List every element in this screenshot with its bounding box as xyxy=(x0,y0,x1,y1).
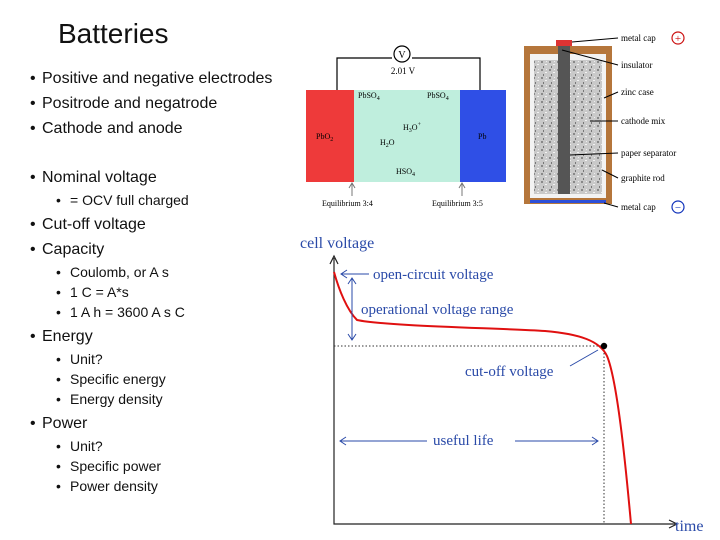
voltmeter-symbol: V xyxy=(398,50,406,61)
operational-range-label: operational voltage range xyxy=(361,302,514,318)
slide-title: Batteries xyxy=(58,18,169,49)
label-metal-cap-top: metal cap xyxy=(621,33,656,43)
discharge-curve-diagram: cell voltage time open-circuit voltage o… xyxy=(300,235,703,535)
bullet-capacity: Capacity xyxy=(30,237,310,262)
sub-bullet-energy-unit: Unit? xyxy=(30,349,310,369)
right-electrode-label: Pb xyxy=(478,132,486,141)
sub-bullet-power-density: Power density xyxy=(30,476,310,496)
discharge-curve xyxy=(333,271,632,525)
bullet-positrode: Positrode and negatrode xyxy=(30,91,310,116)
label-graphite-rod: graphite rod xyxy=(621,173,665,183)
bullet-electrodes: Positive and negative electrodes xyxy=(30,66,310,91)
equilibrium-left-label: Equilibrium 3:4 xyxy=(322,199,373,208)
bisulfate-label: HSO4 xyxy=(396,167,415,178)
equilibrium-right-arrow xyxy=(458,182,466,196)
metal-cap-top xyxy=(556,40,572,46)
cutoff-point xyxy=(600,342,608,350)
equilibrium-right-label: Equilibrium 3:5 xyxy=(432,199,483,208)
wire-left xyxy=(336,57,392,90)
bullet-nominal-voltage: Nominal voltage xyxy=(30,165,310,190)
minus-icon xyxy=(671,200,685,214)
bullet-power: Power xyxy=(30,411,310,436)
wire-right xyxy=(412,57,481,90)
sub-bullet-amp-hour: 1 A h = 3600 A s C xyxy=(30,302,310,322)
minus-symbol: − xyxy=(675,202,681,214)
positive-electrode xyxy=(306,90,354,182)
y-axis-arrow xyxy=(329,254,339,265)
equilibrium-left-arrow xyxy=(348,182,356,196)
label-cathode-mix: cathode mix xyxy=(621,116,666,126)
voltmeter-icon xyxy=(393,45,411,63)
sub-bullet-energy-density: Energy density xyxy=(30,389,310,409)
lead-acid-cell-diagram: V 2.01 V PbO2 Pb PbSO4 PbSO4 H3O+ H2O HS… xyxy=(306,45,506,208)
electrolyte xyxy=(348,90,480,182)
sub-bullet-specific-energy: Specific energy xyxy=(30,369,310,389)
label-metal-cap-bottom: metal cap xyxy=(621,202,656,212)
left-product-label: PbSO4 xyxy=(358,91,380,102)
bullet-cutoff-voltage: Cut-off voltage xyxy=(30,212,310,237)
label-paper-separator: paper separator xyxy=(621,148,676,158)
cutoff-label: cut-off voltage xyxy=(465,364,554,380)
sub-bullet-power-unit: Unit? xyxy=(30,436,310,456)
sub-bullet-coulomb-def: 1 C = A*s xyxy=(30,282,310,302)
bullet-energy: Energy xyxy=(30,324,310,349)
plus-symbol: + xyxy=(675,33,681,45)
hydronium-label: H3O+ xyxy=(403,122,422,134)
ocv-label: open-circuit voltage xyxy=(373,267,494,283)
x-axis-arrow xyxy=(668,519,679,529)
bullet-list: Positive and negative electrodes Positro… xyxy=(30,66,310,496)
left-electrode-label: PbO2 xyxy=(316,132,333,143)
voltmeter-reading: 2.01 V xyxy=(391,66,416,76)
axes xyxy=(333,258,675,525)
dry-cell-diagram: metal cap + insulator zinc case cathode … xyxy=(524,31,685,214)
sub-bullet-specific-power: Specific power xyxy=(30,456,310,476)
sub-bullet-coulomb: Coulomb, or A s xyxy=(30,262,310,282)
cutoff-arrow xyxy=(569,349,599,367)
label-insulator: insulator xyxy=(621,60,653,70)
plus-icon xyxy=(671,31,685,45)
water-label: H2O xyxy=(380,138,395,149)
right-product-label: PbSO4 xyxy=(427,91,449,102)
graphite-rod xyxy=(558,44,570,194)
useful-life-label: useful life xyxy=(433,433,494,449)
y-axis-label: cell voltage xyxy=(300,235,374,252)
negative-electrode xyxy=(460,90,506,182)
x-axis-label: time xyxy=(675,518,703,535)
label-zinc-case: zinc case xyxy=(621,87,654,97)
bullet-cathode-anode: Cathode and anode xyxy=(30,116,310,141)
sub-bullet-ocv: = OCV full charged xyxy=(30,190,310,210)
metal-cap-bottom xyxy=(530,200,606,203)
